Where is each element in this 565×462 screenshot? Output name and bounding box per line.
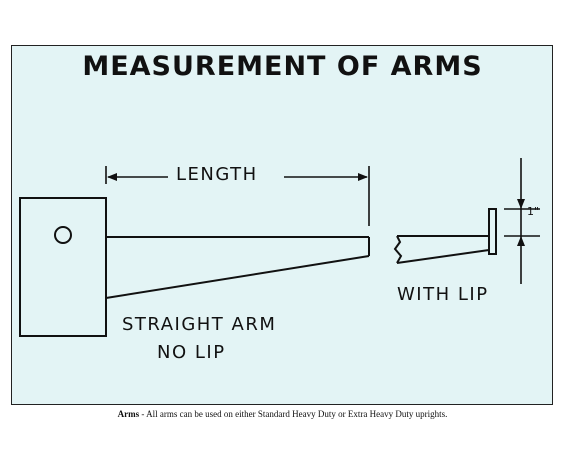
caption-text: - All arms can be used on either Standar… [139, 409, 448, 419]
lip [488, 208, 497, 255]
diagram-panel [11, 45, 553, 405]
with-lip-label: WITH LIP [397, 284, 489, 305]
diagram-title: MEASUREMENT OF ARMS [82, 51, 483, 82]
lip-height-label: 1" [527, 205, 540, 218]
arm-drawing [19, 158, 540, 337]
length-label: LENGTH [176, 164, 258, 185]
caption: Arms - All arms can be used on either St… [0, 409, 565, 419]
lip-arm-break [393, 235, 403, 264]
lip-arrow-top [517, 199, 525, 209]
length-arrow-left [107, 173, 117, 181]
lip-arrow-bottom [517, 236, 525, 246]
mounting-hole [54, 226, 72, 244]
arm-bottom-edge [105, 255, 370, 299]
caption-bold: Arms [117, 409, 140, 419]
length-arrow-right [358, 173, 368, 181]
upright-block [19, 197, 107, 337]
straight-arm-label: STRAIGHT ARM [122, 314, 277, 335]
no-lip-label: NO LIP [157, 342, 226, 363]
lip-arm-bottom [396, 249, 490, 264]
